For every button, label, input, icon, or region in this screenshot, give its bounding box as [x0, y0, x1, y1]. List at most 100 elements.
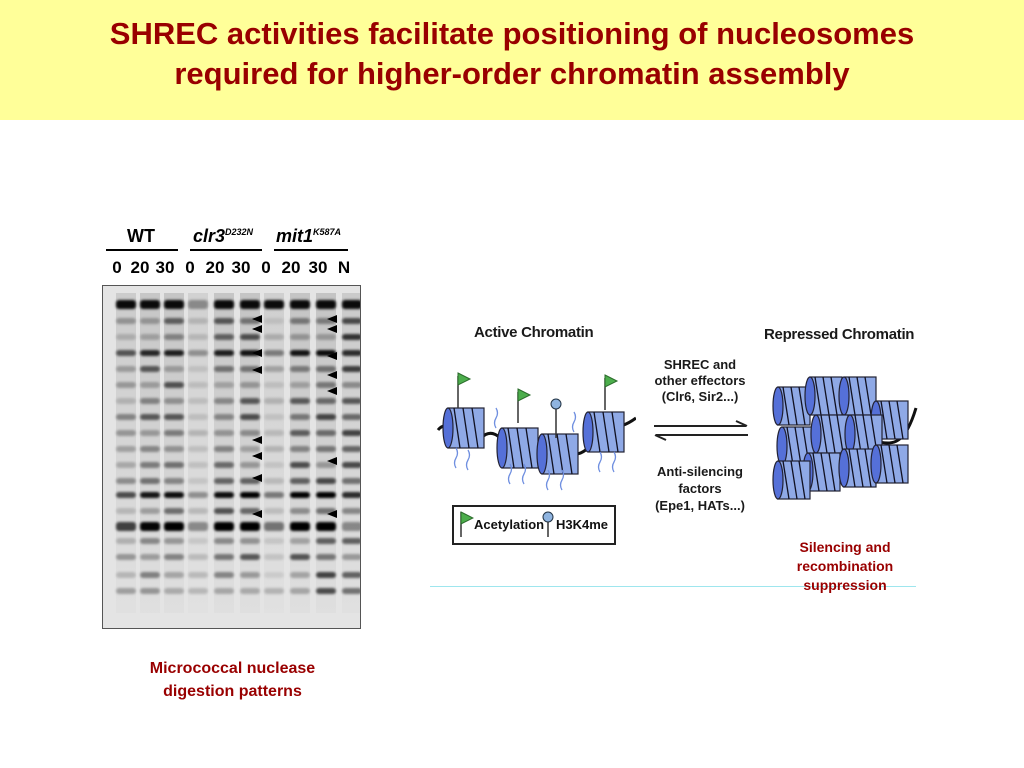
arrowhead-icon [252, 452, 262, 460]
gel-band [116, 334, 136, 340]
gel-underline-clr3 [190, 249, 262, 251]
gel-band [264, 478, 284, 484]
gel-band [116, 300, 136, 309]
gel-band [264, 538, 284, 544]
gel-band [164, 398, 184, 404]
gel-band [214, 334, 234, 340]
gel-band [342, 414, 361, 420]
gel-band [316, 398, 336, 404]
gel-band [116, 554, 136, 560]
gel-band [342, 554, 361, 560]
gel-lane [290, 293, 310, 613]
gel-band [264, 462, 284, 468]
gel-band [214, 492, 234, 498]
gel-band [164, 554, 184, 560]
acetylation-flag-icon [457, 372, 472, 386]
gel-band [214, 430, 234, 436]
gel-band [164, 588, 184, 594]
gel-band [188, 430, 208, 436]
modification-legend: Acetylation H3K4me [452, 505, 616, 545]
gel-band [116, 414, 136, 420]
gel-band [140, 508, 160, 514]
gel-band [290, 554, 310, 560]
h3k4me-ball-icon [542, 511, 554, 537]
acetylation-flag-icon [604, 374, 619, 388]
gel-band [140, 334, 160, 340]
gel-band [140, 492, 160, 498]
gel-band [116, 522, 136, 531]
gel-band [214, 318, 234, 324]
gel-band [342, 538, 361, 544]
gel-band [188, 554, 208, 560]
gel-band [316, 492, 336, 498]
gel-band [116, 382, 136, 388]
gel-band [342, 492, 361, 498]
gel-band [140, 462, 160, 468]
gel-band [316, 300, 336, 309]
gel-band [164, 366, 184, 372]
gel-band [164, 492, 184, 498]
gel-band [164, 522, 184, 531]
gel-band [342, 350, 361, 356]
gel-underline-mit1 [274, 249, 348, 251]
gel-band [342, 366, 361, 372]
gel-band [240, 462, 260, 468]
gel-band [140, 350, 160, 356]
gel-band [290, 430, 310, 436]
gel-band [188, 300, 208, 309]
gel-band [290, 414, 310, 420]
reverse-factors-label: Anti-silencing factors (Epe1, HATs...) [655, 464, 745, 513]
gel-band [316, 588, 336, 594]
gel-group-mit1: mit1K587A [276, 226, 342, 246]
gel-lane [342, 293, 361, 613]
gel-band [290, 572, 310, 578]
gel-band [316, 572, 336, 578]
repressed-chromatin-label: Repressed Chromatin [764, 326, 915, 343]
gel-band [188, 478, 208, 484]
gel-band [214, 350, 234, 356]
gel-lane [240, 293, 260, 613]
gel-band [264, 366, 284, 372]
nucleosome-icon [772, 386, 811, 426]
gel-band [188, 366, 208, 372]
gel-band [240, 508, 260, 514]
gel-band [290, 366, 310, 372]
gel-band [290, 334, 310, 340]
gel-band [240, 334, 260, 340]
gel-band [116, 492, 136, 498]
gel-band [188, 350, 208, 356]
lane-label: 30 [308, 258, 328, 277]
gel-band [116, 462, 136, 468]
gel-band [116, 366, 136, 372]
gel-band [214, 398, 234, 404]
gel-band [264, 522, 284, 531]
band-arrowheads [252, 315, 337, 518]
gel-band [264, 300, 284, 309]
gel-band [188, 538, 208, 544]
gel-band [116, 508, 136, 514]
gel-band [164, 430, 184, 436]
gel-band [342, 508, 361, 514]
lane-label: 30 [231, 258, 251, 277]
gel-band [264, 382, 284, 388]
gel-band [264, 414, 284, 420]
gel-band [214, 554, 234, 560]
gel-band [290, 522, 310, 531]
gel-band [214, 414, 234, 420]
gel-band [188, 492, 208, 498]
gel-band [240, 446, 260, 452]
gel-band [164, 382, 184, 388]
gel-band [140, 572, 160, 578]
slide-title: SHREC activities facilitate positioning … [0, 14, 1024, 94]
gel-lane [164, 293, 184, 613]
lane-label: 20 [205, 258, 225, 277]
lane-label: 0 [261, 258, 271, 277]
gel-band [164, 462, 184, 468]
title-line-2: required for higher-order chromatin asse… [174, 56, 850, 91]
gel-band [342, 478, 361, 484]
gel-band [316, 334, 336, 340]
gel-band [342, 588, 361, 594]
nucleosome-icon [870, 444, 909, 484]
gel-band [316, 446, 336, 452]
gel-band [290, 350, 310, 356]
